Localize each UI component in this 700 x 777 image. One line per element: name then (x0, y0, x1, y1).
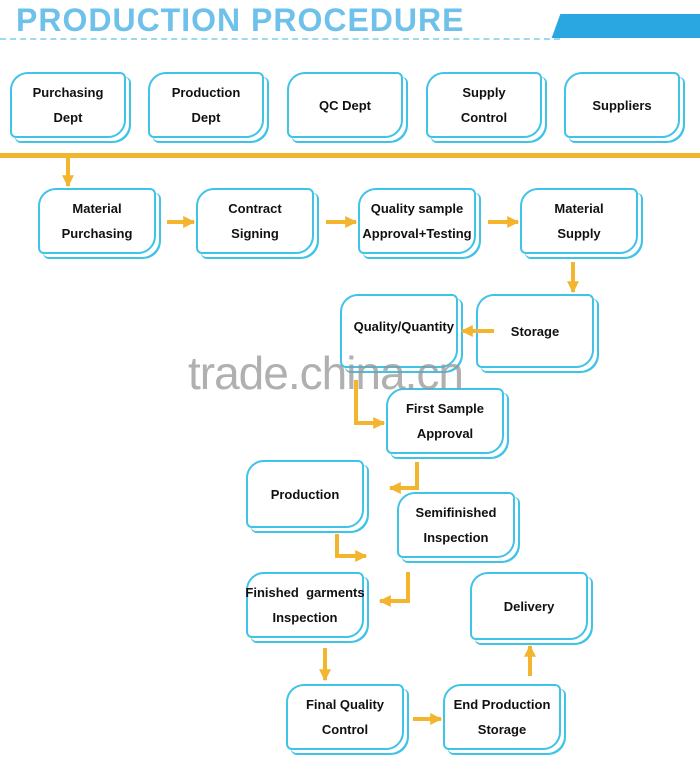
dept-purchasing-line-1: Purchasing (32, 85, 104, 100)
step-final-quality-line-1: Final Quality (305, 697, 384, 712)
step-storage-line-1: Storage (510, 323, 560, 339)
step-end-production-line-2: Storage (477, 722, 527, 737)
step-material-supply: Material Supply (520, 188, 638, 254)
step-quality-quantity-line-1: Quality/Quantity (353, 319, 454, 334)
step-material-supply-line-2: Supply (557, 226, 601, 241)
title-underline (0, 38, 560, 40)
step-quality-sample-line-2: Approval+Testing (362, 226, 472, 241)
watermark: trade.china.cn (188, 347, 464, 399)
dept-qc: QC Dept (287, 72, 403, 138)
dept-production-line-2: Dept (191, 110, 221, 125)
departments-divider (0, 153, 700, 158)
dept-purchasing: Purchasing Dept (10, 72, 126, 138)
step-delivery: Delivery (470, 572, 588, 640)
arrow-production-to-finished (335, 534, 368, 562)
step-contract-signing-line-1: Contract (228, 201, 282, 216)
step-contract-signing: Contract Signing (196, 188, 314, 254)
step-delivery-line-1: Delivery (503, 598, 555, 614)
step-finished-garments-line-1: Finished garments (245, 585, 365, 600)
step-storage: Storage (476, 294, 594, 368)
dept-production: Production Dept (148, 72, 264, 138)
dept-supply-line-1: Supply (462, 85, 506, 100)
step-production-line-1: Production (270, 486, 340, 502)
dept-supply-control: Supply Control (426, 72, 542, 138)
arrow-quality-quantity-to-first-sample (354, 380, 386, 429)
dept-supply-line-2: Control (460, 110, 508, 125)
step-first-sample-line-2: Approval (416, 426, 474, 441)
step-first-sample-approval: First Sample Approval (386, 388, 504, 454)
dept-production-line-1: Production (171, 85, 241, 100)
dept-suppliers-line-1: Suppliers (592, 97, 652, 113)
step-quality-quantity: Quality/Quantity (340, 294, 458, 368)
step-semifinished-inspection: Semifinished Inspection (397, 492, 515, 558)
dept-suppliers: Suppliers (564, 72, 680, 138)
step-final-quality-line-2: Control (321, 722, 369, 737)
step-quality-sample-line-1: Quality sample (370, 201, 464, 216)
arrow-first-sample-to-semifinished (388, 462, 419, 494)
step-production: Production (246, 460, 364, 528)
step-semifinished-line-2: Inspection (423, 530, 489, 545)
step-finished-garments-inspection: Finished garments Inspection (245, 572, 365, 638)
step-final-quality-control: Final Quality Control (286, 684, 404, 750)
step-first-sample-line-1: First Sample (405, 401, 485, 416)
page-title: PRODUCTION PROCEDURE (16, 2, 465, 38)
step-semifinished-line-1: Semifinished (415, 505, 497, 520)
step-finished-garments-line-2: Inspection (272, 610, 338, 625)
step-quality-sample: Quality sample Approval+Testing (358, 188, 476, 254)
step-end-production-storage: End Production Storage (443, 684, 561, 750)
dept-purchasing-line-2: Dept (53, 110, 83, 125)
step-contract-signing-line-2: Signing (231, 226, 279, 241)
step-material-purchasing-line-2: Purchasing (61, 226, 133, 241)
step-material-supply-line-1: Material (554, 201, 604, 216)
step-material-purchasing-line-1: Material (72, 201, 122, 216)
step-end-production-line-1: End Production (453, 697, 551, 712)
step-material-purchasing: Material Purchasing (38, 188, 156, 254)
arrow-semifinished-to-finished (378, 572, 410, 607)
dept-qc-line-1: QC Dept (319, 97, 371, 113)
